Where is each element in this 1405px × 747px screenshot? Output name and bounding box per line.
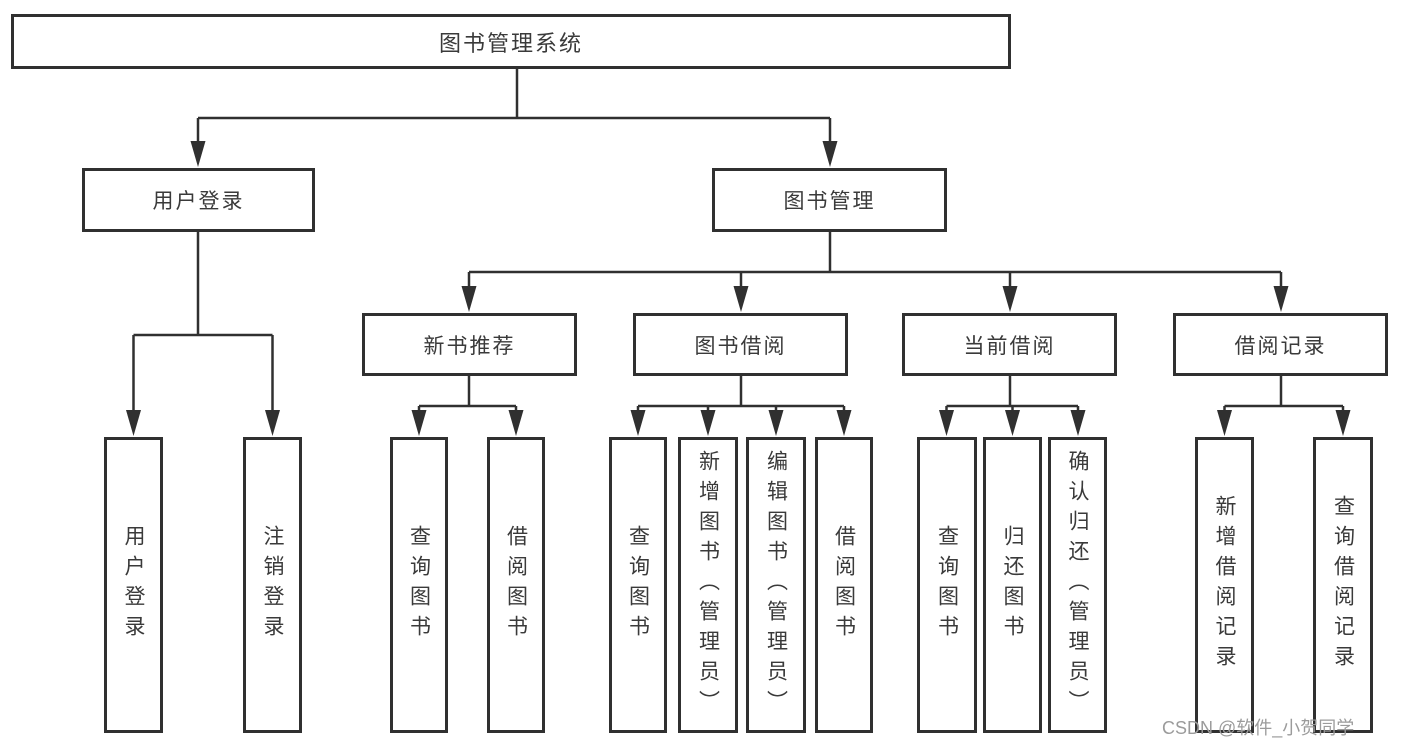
arrowhead xyxy=(1335,410,1351,436)
leaf-label: 新增图书（管理员） xyxy=(696,450,720,720)
node-root-system: 图书管理系统 xyxy=(11,14,1011,69)
arrowhead xyxy=(126,410,141,436)
arrowhead xyxy=(190,141,206,167)
arrowhead xyxy=(508,410,524,436)
leaf-query-borrow-record: 查询借阅记录 xyxy=(1313,437,1373,733)
arrowhead xyxy=(1002,286,1018,312)
arrowhead xyxy=(700,410,716,436)
leaf-label: 注销登录 xyxy=(261,525,284,645)
leaf-label: 归还图书 xyxy=(1001,525,1024,645)
leaf-user-login: 用户登录 xyxy=(104,437,163,733)
node-label: 当前借阅 xyxy=(963,334,1056,358)
arrowhead xyxy=(733,286,749,312)
leaf-label: 借阅图书 xyxy=(504,525,528,645)
leaf-label: 借阅图书 xyxy=(832,525,856,645)
leaf-label: 查询图书 xyxy=(626,525,650,645)
leaf-query-books-borrow: 查询图书 xyxy=(609,437,667,733)
leaf-label: 编辑图书（管理员） xyxy=(764,450,788,720)
arrowhead xyxy=(630,410,646,436)
leaf-borrow-books: 借阅图书 xyxy=(815,437,873,733)
node-label: 用户登录 xyxy=(152,190,245,213)
leaf-query-books-current: 查询图书 xyxy=(917,437,977,733)
leaf-label: 查询图书 xyxy=(935,525,959,645)
leaf-borrow-books-recommend: 借阅图书 xyxy=(487,437,545,733)
leaf-return-books: 归还图书 xyxy=(983,437,1042,733)
leaf-confirm-return-admin: 确认归还（管理员） xyxy=(1048,437,1107,733)
leaf-add-books-admin: 新增图书（管理员） xyxy=(678,437,738,733)
node-label: 图书借阅 xyxy=(694,334,787,358)
node-book-management: 图书管理 xyxy=(712,168,947,232)
arrowhead xyxy=(768,410,784,436)
arrowhead xyxy=(265,410,280,436)
leaf-label: 确认归还（管理员） xyxy=(1066,450,1089,720)
arrowhead xyxy=(461,286,477,312)
node-user-login: 用户登录 xyxy=(82,168,315,232)
leaf-logout: 注销登录 xyxy=(243,437,302,733)
leaf-label: 用户登录 xyxy=(122,525,145,645)
leaf-edit-books-admin: 编辑图书（管理员） xyxy=(746,437,806,733)
arrowhead xyxy=(822,141,838,167)
arrowhead xyxy=(411,410,427,436)
leaf-add-borrow-record: 新增借阅记录 xyxy=(1195,437,1254,733)
node-current-borrow: 当前借阅 xyxy=(902,313,1117,376)
node-new-book-recommend: 新书推荐 xyxy=(362,313,577,376)
arrowhead xyxy=(1005,410,1020,436)
arrowhead xyxy=(1070,410,1086,436)
arrowhead xyxy=(836,410,852,436)
arrowhead xyxy=(1273,286,1289,312)
leaf-query-books-recommend: 查询图书 xyxy=(390,437,448,733)
leaf-label: 查询借阅记录 xyxy=(1331,495,1355,675)
arrowhead xyxy=(939,410,954,436)
node-label: 图书管理 xyxy=(783,190,876,213)
csdn-watermark: CSDN @软件_小贺同学 xyxy=(1162,718,1355,738)
node-label: 新书推荐 xyxy=(423,334,516,358)
arrowhead xyxy=(1217,410,1232,436)
leaf-label: 查询图书 xyxy=(407,525,431,645)
node-borrow-records: 借阅记录 xyxy=(1173,313,1388,376)
node-label: 图书管理系统 xyxy=(438,30,583,56)
node-book-borrow: 图书借阅 xyxy=(633,313,848,376)
leaf-label: 新增借阅记录 xyxy=(1213,495,1236,675)
node-label: 借阅记录 xyxy=(1234,334,1327,358)
